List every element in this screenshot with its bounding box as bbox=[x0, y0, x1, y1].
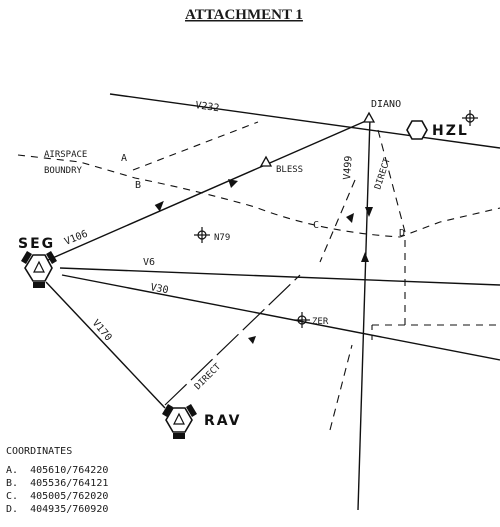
hzl-vor-icon[interactable] bbox=[406, 120, 428, 140]
diano-intersection-icon[interactable] bbox=[362, 111, 376, 123]
v106-reverse-arrow-icon bbox=[228, 179, 238, 188]
airspace-boundary-line bbox=[17, 154, 500, 238]
boundary-label-airspace: AIRSPACE bbox=[44, 150, 87, 160]
coordinate-letter: C. bbox=[6, 491, 19, 502]
boundary-point-b: B bbox=[135, 180, 141, 191]
coordinate-value: 404935/760920 bbox=[30, 504, 109, 515]
rav-vortac-icon[interactable] bbox=[162, 404, 197, 439]
airway-v170-label: V170 bbox=[90, 318, 114, 344]
v106-arrow-icon bbox=[154, 200, 164, 212]
coordinate-row-a: A. 405610/764220 bbox=[6, 464, 246, 477]
airway-v106-line bbox=[47, 119, 369, 261]
dashed-arrow-icon bbox=[346, 213, 354, 223]
n79-ndb-icon[interactable] bbox=[194, 227, 210, 243]
seg-vortac-icon[interactable] bbox=[21, 251, 57, 288]
airway-v30-line bbox=[61, 274, 500, 361]
bless-intersection-icon[interactable] bbox=[259, 155, 273, 167]
v499-up-arrow-icon bbox=[361, 252, 369, 262]
coordinate-value: 405536/764121 bbox=[30, 478, 109, 489]
airway-v232-line bbox=[109, 93, 500, 149]
airway-v106-label: V106 bbox=[63, 229, 89, 248]
direct-label-lower: DIRECT bbox=[193, 362, 223, 392]
boundary-point-a: A bbox=[121, 153, 127, 164]
zer-label: ZER bbox=[312, 317, 329, 327]
v499-down-arrow-icon bbox=[365, 207, 373, 217]
bless-label: BLESS bbox=[276, 165, 303, 175]
hzl-ndb-icon bbox=[462, 110, 478, 126]
airway-v30-label: V30 bbox=[149, 282, 169, 296]
dashed-diano-c bbox=[319, 179, 356, 263]
hzl-label: HZL bbox=[432, 123, 469, 139]
coordinate-letter: B. bbox=[6, 478, 19, 489]
direct-diano-d-line bbox=[377, 129, 406, 233]
airway-v6-label: V6 bbox=[143, 257, 155, 268]
diano-label: DIANO bbox=[371, 99, 401, 110]
airway-v6-line bbox=[59, 267, 500, 286]
airway-v499-line bbox=[357, 117, 371, 511]
n79-label: N79 bbox=[214, 233, 230, 243]
coordinate-letter: A. bbox=[6, 465, 19, 476]
coordinate-row-d: D. 404935/760920 bbox=[6, 503, 246, 516]
coordinate-row-c: C. 405005/762020 bbox=[6, 490, 246, 503]
coordinates-header: COORDINATES bbox=[6, 446, 73, 457]
boundary-point-d: D bbox=[399, 228, 405, 239]
coordinate-value: 405610/764220 bbox=[30, 465, 109, 476]
boundary-label-boundry: BOUNDRY bbox=[44, 166, 83, 176]
boundary-point-c: C bbox=[313, 220, 319, 231]
page-title: ATTACHMENT 1 bbox=[185, 7, 303, 23]
direct-arrow-icon bbox=[248, 336, 256, 344]
coordinates-list: COORDINATES A. 405610/764220 B. 405536/7… bbox=[6, 446, 246, 516]
coordinate-row-b: B. 405536/764121 bbox=[6, 477, 246, 490]
coordinate-value: 405005/762020 bbox=[30, 491, 109, 502]
coordinate-letter: D. bbox=[6, 504, 19, 515]
seg-label: SEG bbox=[18, 236, 55, 252]
rav-label: RAV bbox=[204, 413, 242, 429]
airway-v499-label: V499 bbox=[342, 155, 355, 180]
airway-v232-label: V232 bbox=[195, 100, 220, 114]
airway-v170-line bbox=[45, 281, 166, 409]
direct-rav-zer-line bbox=[164, 274, 301, 406]
zer-ndb-icon[interactable] bbox=[294, 312, 310, 328]
dashed-lower-left bbox=[329, 344, 353, 431]
boundary-segment-a bbox=[132, 121, 259, 171]
